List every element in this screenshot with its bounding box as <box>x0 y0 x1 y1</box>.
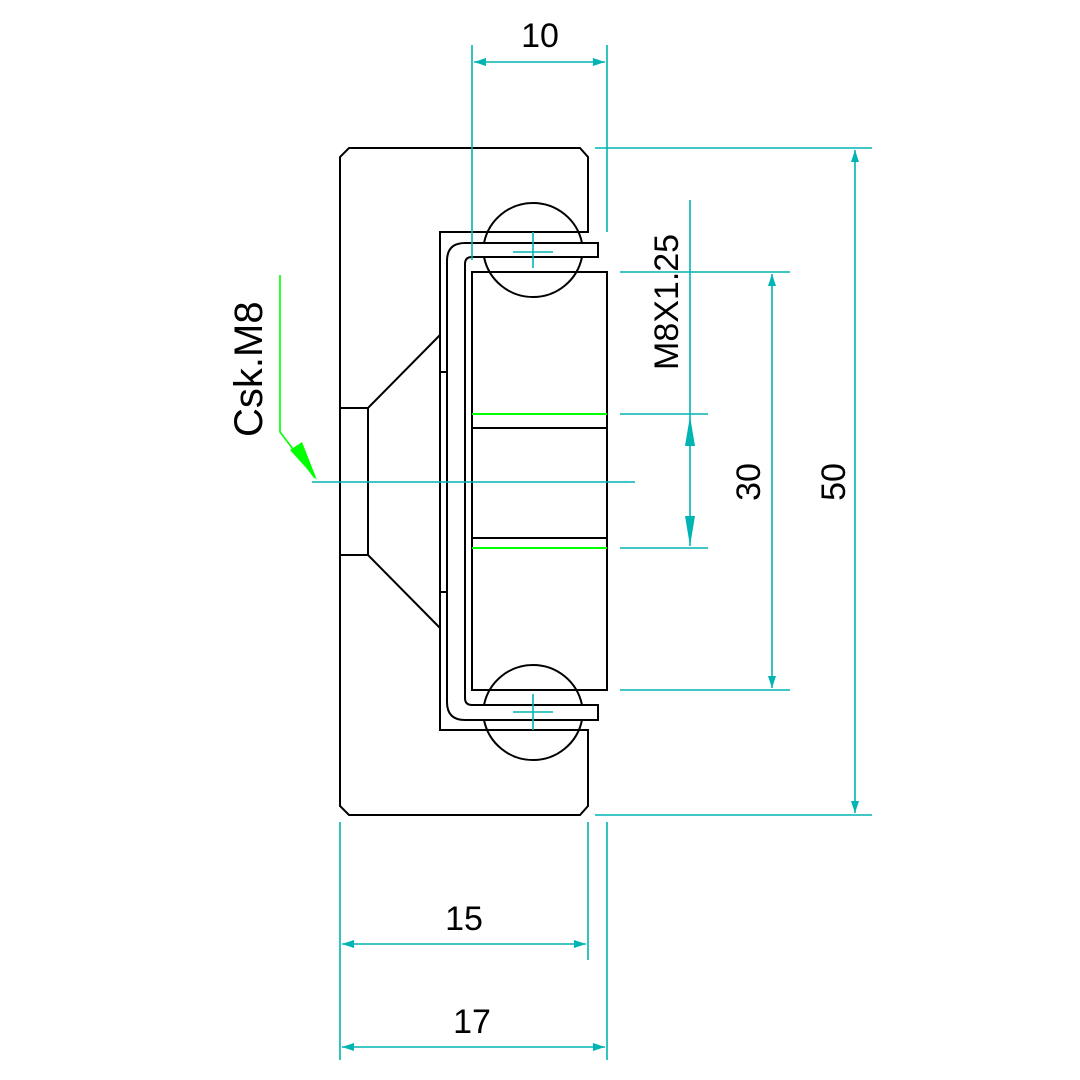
balls <box>483 201 583 762</box>
dim-thread: M8X1.25 <box>620 200 708 549</box>
dim-top-width: 10 <box>471 17 608 260</box>
countersink-label: Csk.M8 <box>227 301 271 437</box>
countersink-leader: Csk.M8 <box>227 275 317 480</box>
shell-plate <box>446 242 599 721</box>
dim-width-17: 17 <box>342 822 608 1060</box>
dim-width-15: 15 <box>339 822 589 1060</box>
dim-label-10: 10 <box>521 17 559 55</box>
dim-label-15: 15 <box>445 900 483 938</box>
dim-label-thread: M8X1.25 <box>648 234 686 370</box>
dim-total-height: 50 <box>595 147 872 816</box>
dim-label-30: 30 <box>730 463 768 501</box>
dim-inner-height: 30 <box>620 271 790 691</box>
dim-label-17: 17 <box>453 1003 491 1041</box>
dim-label-50: 50 <box>815 463 853 501</box>
inner-block <box>471 271 608 691</box>
